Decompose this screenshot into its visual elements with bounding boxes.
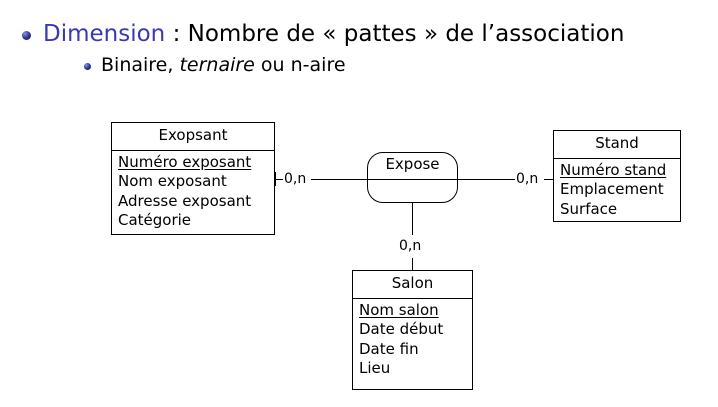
entity-attributes-salon: Nom salon Date début Date fin Lieu bbox=[353, 299, 472, 384]
entity-title-exopsant: Exopsant bbox=[112, 123, 274, 151]
attribute-row: Adresse exposant bbox=[118, 191, 252, 210]
bullet-rest-dimension: : Nombre de « pattes » de l’association bbox=[165, 21, 625, 47]
connector-tick-stand bbox=[553, 172, 554, 186]
attribute-row: Surface bbox=[560, 199, 618, 218]
cardinality-label-salon: 0,n bbox=[398, 238, 423, 254]
relationship-label-expose: Expose bbox=[385, 155, 440, 173]
bullet-binaire-after: ou n-aire bbox=[254, 54, 346, 77]
cardinality-label-stand: 0,n bbox=[515, 171, 540, 187]
attribute-row: Emplacement bbox=[560, 180, 664, 199]
entity-attributes-exopsant: Numéro exposant Nom exposant Adresse exp… bbox=[112, 151, 274, 236]
bullet-sphere-icon bbox=[22, 31, 31, 40]
bullet-text-dimension: Dimension : Nombre de « pattes » de l’as… bbox=[43, 21, 624, 48]
attribute-row: Numéro exposant bbox=[118, 152, 252, 171]
slide-bullet-list: Dimension : Nombre de « pattes » de l’as… bbox=[0, 0, 718, 77]
connector-tick-exopsant bbox=[275, 172, 276, 186]
bullet-item-binaire: Binaire, ternaire ou n-aire bbox=[0, 54, 718, 76]
cardinality-label-exopsant: 0,n bbox=[283, 171, 308, 187]
connector-line-stand-a bbox=[457, 179, 515, 180]
bullet-keyword-dimension: Dimension bbox=[43, 21, 166, 47]
entity-stand[interactable]: Stand Numéro stand Emplacement Surface bbox=[553, 130, 681, 222]
attribute-row: Date début bbox=[359, 320, 444, 339]
attribute-row: Nom salon bbox=[359, 300, 439, 319]
entity-title-salon: Salon bbox=[353, 271, 472, 299]
attribute-row: Catégorie bbox=[118, 211, 192, 230]
connector-line-salon-b bbox=[412, 258, 413, 271]
entity-title-stand: Stand bbox=[554, 131, 680, 159]
entity-salon[interactable]: Salon Nom salon Date début Date fin Lieu bbox=[352, 270, 473, 390]
entity-exopsant[interactable]: Exopsant Numéro exposant Nom exposant Ad… bbox=[111, 122, 275, 235]
bullet-binaire-before: Binaire, bbox=[101, 54, 180, 77]
relationship-divider bbox=[368, 179, 457, 180]
attribute-row: Nom exposant bbox=[118, 172, 227, 191]
connector-line-exopsant-a bbox=[276, 179, 284, 180]
entity-attributes-stand: Numéro stand Emplacement Surface bbox=[554, 159, 680, 225]
connector-line-stand-b bbox=[544, 179, 554, 180]
attribute-row: Lieu bbox=[359, 359, 391, 378]
bullet-text-binaire: Binaire, ternaire ou n-aire bbox=[101, 54, 346, 76]
connector-line-exopsant-b bbox=[311, 179, 368, 180]
relationship-expose[interactable]: Expose bbox=[367, 152, 458, 203]
attribute-row: Date fin bbox=[359, 339, 419, 358]
attribute-row: Numéro stand bbox=[560, 160, 667, 179]
bullet-binaire-italic: ternaire bbox=[179, 54, 255, 77]
bullet-sphere-icon bbox=[84, 63, 91, 71]
bullet-item-dimension: Dimension : Nombre de « pattes » de l’as… bbox=[0, 21, 718, 48]
connector-line-salon-a bbox=[412, 202, 413, 235]
